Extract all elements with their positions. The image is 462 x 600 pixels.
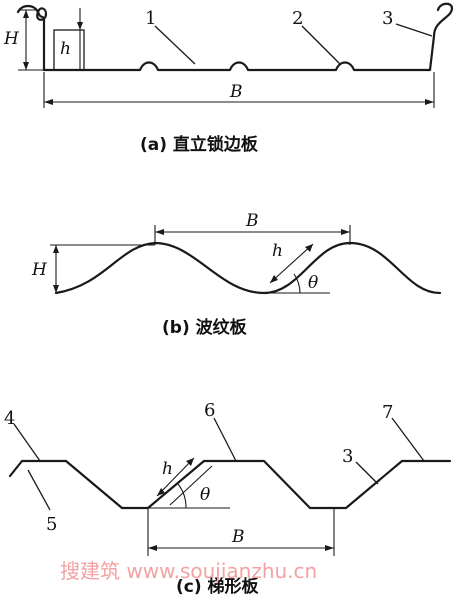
arrow-H-b-top [53, 245, 59, 253]
panel-a-left-hook [36, 7, 48, 21]
panel-a-standing-seam: H h B 1 2 3 (a) 直立锁边板 [3, 2, 454, 155]
theta-b-arc [293, 273, 301, 294]
label-H-b: H [31, 260, 48, 280]
arrow-h-b-bot [270, 275, 278, 283]
leader-6 [213, 417, 237, 462]
arrow-h-c-bot [157, 488, 165, 496]
panel-a-profile [16, 2, 454, 72]
arrow-B-a-left [44, 99, 53, 105]
arrow-h-b-top [305, 244, 313, 252]
label-theta-b: θ [308, 273, 318, 293]
theta-c-arc [177, 483, 187, 509]
label-H-a: H [3, 29, 20, 49]
callout-3-a: 3 [382, 8, 393, 29]
dim-h-a-box [53, 29, 85, 71]
arrow-h-c-top [186, 458, 194, 466]
arrow-B-b-right [341, 229, 350, 235]
arrow-h-a-top [77, 22, 83, 30]
arrow-B-a-right [425, 99, 434, 105]
arrow-B-c-right [325, 545, 334, 551]
dim-h-c-line [156, 457, 195, 497]
panel-b-wave [54, 241, 442, 295]
leader-5 [27, 469, 51, 511]
callout-5: 5 [46, 514, 57, 535]
arrow-H-b-bot [53, 285, 59, 293]
leader-2 [301, 25, 341, 65]
callout-3-c: 3 [342, 446, 353, 467]
callout-2: 2 [292, 8, 303, 29]
arrow-B-c-left [148, 545, 157, 551]
arrow-H-a-bot [23, 62, 29, 70]
label-B-c: B [231, 527, 245, 547]
callout-7: 7 [382, 402, 393, 423]
panel-b-corrugated: H B h θ (b) 波纹板 [31, 211, 442, 338]
leader-7 [391, 417, 425, 462]
leader-4 [13, 423, 41, 462]
panel-c-trapezoidal: h θ B 4 5 6 3 7 (c) 梯形板 [4, 400, 452, 597]
label-B-a: B [229, 82, 243, 102]
label-theta-c: θ [200, 485, 210, 505]
callout-4: 4 [4, 408, 15, 429]
label-h-b: h [272, 241, 283, 261]
leader-1 [154, 25, 196, 65]
callout-1: 1 [145, 8, 156, 29]
caption-a: (a) 直立锁边板 [140, 134, 259, 155]
watermark: 搜建筑 www.soujianzhu.cn [60, 559, 317, 583]
leader-3-c [355, 461, 379, 485]
callout-6: 6 [204, 400, 215, 421]
arrow-B-b-left [155, 229, 164, 235]
arrow-H-a-top [23, 10, 29, 18]
leader-3 [395, 23, 433, 37]
dim-h-c-guide [169, 465, 213, 506]
label-B-b: B [245, 211, 259, 231]
label-h-a: h [60, 39, 71, 59]
dim-h-b-line [269, 243, 314, 284]
label-h-c: h [162, 459, 173, 479]
panel-c-profile [8, 459, 452, 510]
caption-b: (b) 波纹板 [162, 317, 248, 338]
caption-c: (c) 梯形板 [176, 576, 260, 597]
